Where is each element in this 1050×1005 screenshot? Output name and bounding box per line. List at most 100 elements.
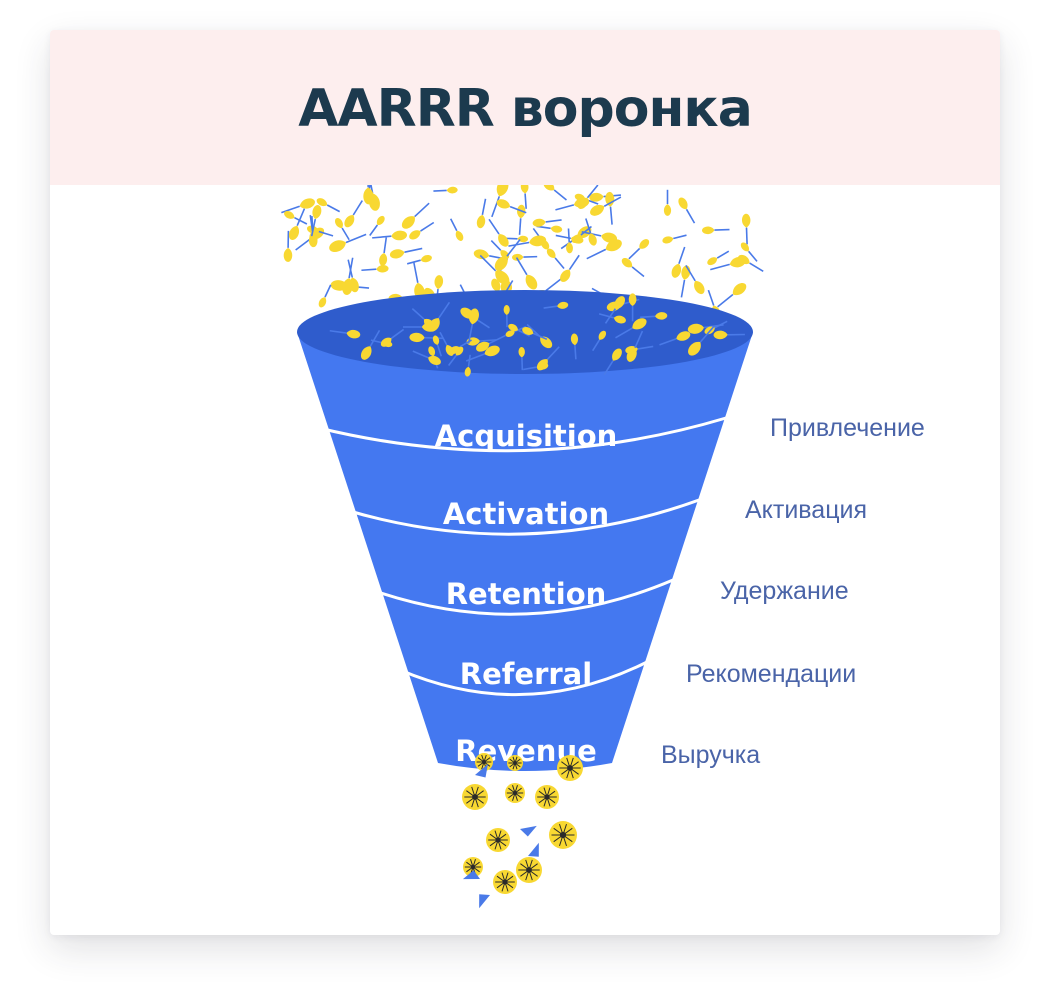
petal <box>520 180 529 209</box>
petal <box>344 200 363 228</box>
petal <box>678 197 696 224</box>
petal <box>522 327 548 340</box>
petal <box>402 202 430 229</box>
petal <box>372 230 408 241</box>
card: AARRR воронка Acquisition Activation <box>50 30 1000 935</box>
funnel-body <box>297 332 753 771</box>
petal <box>283 230 293 262</box>
petal <box>318 284 332 308</box>
petal <box>628 239 650 260</box>
petal <box>360 329 381 360</box>
petal <box>496 199 527 214</box>
petal <box>488 218 509 247</box>
petal <box>603 348 622 376</box>
petal <box>598 313 626 324</box>
flower <box>535 785 559 809</box>
funnel-diagram: Acquisition Activation Retention Referra… <box>50 166 1000 935</box>
petal <box>663 189 672 216</box>
petal <box>412 350 441 366</box>
leaf <box>528 842 539 857</box>
petal <box>515 257 538 290</box>
flower <box>463 857 483 877</box>
petal <box>288 208 306 240</box>
petal <box>604 296 626 324</box>
page-title: AARRR воронка <box>298 79 753 139</box>
petal <box>713 330 745 340</box>
divider-line <box>371 578 674 616</box>
petal <box>464 354 471 377</box>
petal <box>284 211 308 225</box>
petal <box>316 198 341 213</box>
petal <box>508 323 530 337</box>
petal <box>591 330 607 352</box>
petal <box>494 239 521 271</box>
petal <box>738 254 764 272</box>
leaf <box>462 870 480 880</box>
flower <box>462 784 488 810</box>
petal <box>671 246 686 278</box>
leaf <box>479 894 490 909</box>
petal <box>449 218 464 241</box>
petal <box>479 254 510 285</box>
petal <box>605 191 615 225</box>
header-banner: AARRR воронка <box>50 30 1000 185</box>
petal <box>536 346 560 371</box>
petal <box>347 259 359 293</box>
stage-label-retention: Retention <box>446 577 607 611</box>
funnel-svg: Acquisition Activation Retention Referra… <box>281 166 925 909</box>
translation-activation: Активация <box>745 496 867 524</box>
stage-translations: Привлечение Активация Удержание Рекоменд… <box>661 414 925 769</box>
stage-label-activation: Activation <box>443 497 609 531</box>
petal <box>476 334 506 352</box>
petal <box>543 180 567 201</box>
petal <box>688 326 715 356</box>
translation-referral: Рекомендации <box>686 660 856 688</box>
flower <box>505 783 525 803</box>
petal <box>589 192 622 202</box>
flower <box>557 755 583 781</box>
petal <box>615 318 647 339</box>
petal <box>571 225 592 243</box>
petal <box>543 301 569 309</box>
petal <box>707 250 730 266</box>
petal <box>508 235 547 247</box>
petal <box>281 198 315 214</box>
output-flowers <box>462 753 583 909</box>
petal <box>518 346 525 371</box>
petal <box>566 228 573 254</box>
flower <box>507 755 523 771</box>
petal <box>432 335 443 357</box>
flower <box>516 857 542 883</box>
translation-retention: Удержание <box>720 577 849 605</box>
petal <box>685 264 705 295</box>
petal <box>380 328 405 347</box>
petal <box>621 257 645 278</box>
petal <box>406 254 432 265</box>
petal <box>532 218 562 227</box>
petal <box>555 197 590 211</box>
petal <box>742 213 751 245</box>
petal <box>570 333 579 360</box>
petal <box>628 293 637 322</box>
petal <box>402 322 438 332</box>
divider-line <box>318 416 727 453</box>
petal <box>560 254 580 282</box>
petal <box>329 233 367 252</box>
petal <box>361 264 389 273</box>
petal <box>409 221 435 240</box>
petal <box>310 205 322 237</box>
petal <box>640 312 668 320</box>
leaf <box>475 763 488 778</box>
petal <box>379 237 388 266</box>
petal <box>369 215 385 236</box>
petal <box>512 253 538 261</box>
petal <box>626 330 644 362</box>
petal <box>476 198 487 229</box>
flower <box>493 870 517 894</box>
petal <box>467 308 479 344</box>
translation-revenue: Выручка <box>661 741 760 769</box>
petal <box>659 331 691 346</box>
petal <box>717 282 747 308</box>
petal <box>389 247 423 259</box>
petal <box>329 329 361 339</box>
